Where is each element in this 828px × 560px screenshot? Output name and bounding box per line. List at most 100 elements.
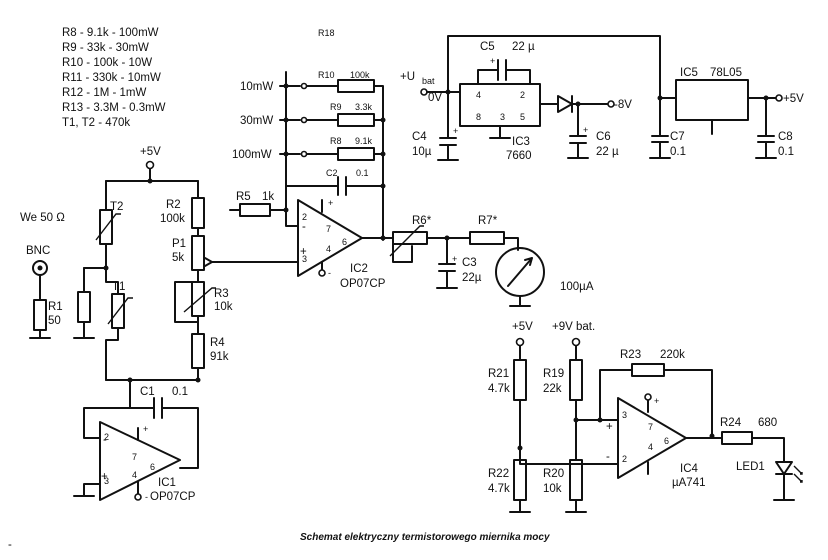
resistor-r19 — [569, 359, 583, 401]
svg-text:2: 2 — [302, 212, 307, 222]
r20-label: R20 — [543, 468, 564, 480]
minus8v-label: -8V — [614, 99, 632, 111]
c5-label: C5 — [480, 41, 495, 53]
r23-label: R23 — [620, 349, 641, 361]
legend-line-2: R9 - 33k - 30mW — [62, 42, 149, 54]
r4-value: 91k — [210, 351, 229, 363]
svg-text:3: 3 — [622, 410, 627, 420]
c7-label: C7 — [670, 131, 685, 143]
resistor-r10 — [337, 79, 375, 93]
r5-value: 1k — [262, 191, 274, 203]
resistor-r22 — [513, 459, 527, 501]
diode — [557, 95, 573, 113]
svg-text:+: + — [453, 126, 458, 136]
svg-text:3: 3 — [500, 112, 505, 122]
svg-text:+: + — [490, 56, 495, 66]
resistor-r24 — [721, 431, 753, 445]
r1-label: R1 — [48, 301, 63, 313]
svg-text:7: 7 — [326, 224, 331, 234]
svg-text:8: 8 — [476, 112, 481, 122]
caption: Schemat elektryczny termistorowego miern… — [300, 532, 550, 543]
r2-label: R2 — [166, 199, 181, 211]
svg-text:4: 4 — [326, 244, 331, 254]
legend-line-6: R13 - 3.3M - 0.3mW — [62, 102, 166, 114]
svg-text:-: - — [145, 492, 148, 502]
r21-value: 4.7k — [488, 383, 510, 395]
c8-label: C8 — [778, 131, 793, 143]
component-legend: R8 - 9.1k - 100mW R9 - 33k - 30mW R10 - … — [62, 27, 166, 129]
c2-label: C2 — [326, 168, 338, 178]
c4-label: C4 — [412, 131, 427, 143]
potentiometer-p1 — [191, 235, 205, 271]
zero-v-label: 0V — [428, 92, 442, 104]
r6-label: R6* — [412, 215, 432, 227]
svg-text:4: 4 — [476, 90, 481, 100]
legend-line-1: R8 - 9.1k - 100mW — [62, 27, 159, 39]
ic1-triangle — [99, 421, 181, 501]
r18-label: R18 — [318, 28, 335, 38]
ic3-label: IC3 — [512, 136, 530, 148]
svg-text:+: + — [583, 125, 588, 135]
ic4-label: IC4 — [680, 463, 699, 475]
svg-text:7: 7 — [132, 452, 137, 462]
svg-text:-: - — [302, 221, 306, 233]
margin-mark: - — [8, 539, 12, 551]
c6-label: C6 — [596, 131, 611, 143]
t2-label: T2 — [110, 201, 123, 213]
p1-label: P1 — [172, 238, 186, 250]
r9-value: 3.3k — [355, 102, 373, 112]
opamp-ic1: C1 0.1 2 3 7 4 6 - + + - IC1 OP07CP — [73, 379, 199, 503]
range-30mw: 30mW — [240, 115, 273, 127]
svg-text:6: 6 — [664, 436, 669, 446]
r19-label: R19 — [543, 368, 564, 380]
svg-text:+: + — [300, 246, 307, 258]
r3-value: 10k — [214, 301, 233, 313]
ic5-label: IC5 — [680, 67, 698, 79]
r22-label: R22 — [488, 468, 509, 480]
legend-line-7: T1, T2 - 470k — [62, 117, 130, 129]
resistor-r4 — [191, 333, 205, 369]
legend-line-5: R12 - 1M - 1mW — [62, 87, 146, 99]
plus9v-label: +9V bat. — [552, 321, 595, 333]
svg-text:4: 4 — [132, 470, 137, 480]
c3-value: 22µ — [462, 272, 482, 284]
svg-text:-: - — [328, 268, 331, 278]
power-supply: +U bat 0V + C4 10µ 4 2 8 3 5 IC3 7660 + … — [400, 35, 804, 162]
svg-text:-: - — [606, 451, 610, 463]
svg-text:4: 4 — [648, 442, 653, 452]
resistor-r7 — [469, 231, 505, 245]
r24-value: 680 — [758, 417, 777, 429]
r20-value: 10k — [543, 483, 562, 495]
legend-line-3: R10 - 100k - 10W — [62, 57, 152, 69]
battery-indicator: +5V +9V bat. R21 4.7k R22 4.7k R19 22k R… — [488, 321, 803, 513]
ic3-type: 7660 — [506, 150, 532, 162]
ic5-type: 78L05 — [710, 67, 742, 79]
r5-label: R5 — [236, 191, 251, 203]
meter-label: 100µA — [560, 281, 594, 293]
r19-value: 22k — [543, 383, 562, 395]
range-100mw: 100mW — [232, 149, 272, 161]
legend-line-4: R11 - 330k - 10mW — [62, 72, 161, 84]
t1-label: T1 — [112, 281, 125, 293]
plus5v-b-label: +5V — [512, 321, 533, 333]
ubat-sub: bat — [422, 76, 435, 86]
resistor-r2 — [191, 197, 205, 229]
r10-label: R10 — [318, 70, 335, 80]
ic4-type: µA741 — [672, 477, 705, 489]
svg-text:2: 2 — [520, 90, 525, 100]
resistor-r8 — [337, 147, 375, 161]
r24-label: R24 — [720, 417, 742, 429]
r21-label: R21 — [488, 368, 509, 380]
ic2-type: OP07CP — [340, 278, 386, 290]
resistor-r3 — [191, 281, 205, 317]
svg-text:+: + — [101, 471, 108, 483]
svg-text:+: + — [654, 396, 659, 406]
svg-text:5: 5 — [520, 112, 525, 122]
r2-value: 100k — [160, 213, 185, 225]
ubat-label: +U — [400, 71, 415, 83]
r8-label: R8 — [330, 136, 342, 146]
r23-value: 220k — [660, 349, 685, 361]
plus5v-out-label: +5V — [783, 93, 804, 105]
resistor-t1-shunt — [77, 291, 91, 323]
